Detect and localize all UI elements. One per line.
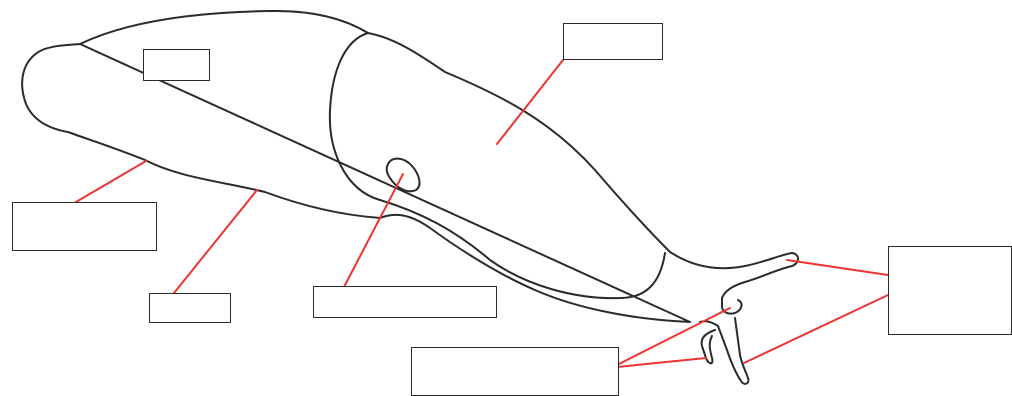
- label-box-mantle-top[interactable]: [563, 23, 663, 60]
- slug-body-outline: [22, 11, 798, 384]
- leader-line-tail: [76, 161, 146, 202]
- leader-line-body-side: [174, 190, 257, 293]
- label-box-foot[interactable]: [149, 293, 231, 323]
- label-box-tail[interactable]: [12, 202, 157, 251]
- mantle-outline: [330, 33, 665, 298]
- leader-line-upper-tentacle-2: [744, 295, 888, 363]
- label-box-lower-tentacles[interactable]: [411, 347, 619, 396]
- label-box-body-top[interactable]: [143, 49, 210, 81]
- leader-line-breathing-pore: [344, 174, 403, 287]
- label-box-upper-tentacles[interactable]: [888, 246, 1012, 335]
- leader-line-upper-tentacle-1: [787, 260, 888, 275]
- label-box-breathing-pore[interactable]: [313, 286, 497, 318]
